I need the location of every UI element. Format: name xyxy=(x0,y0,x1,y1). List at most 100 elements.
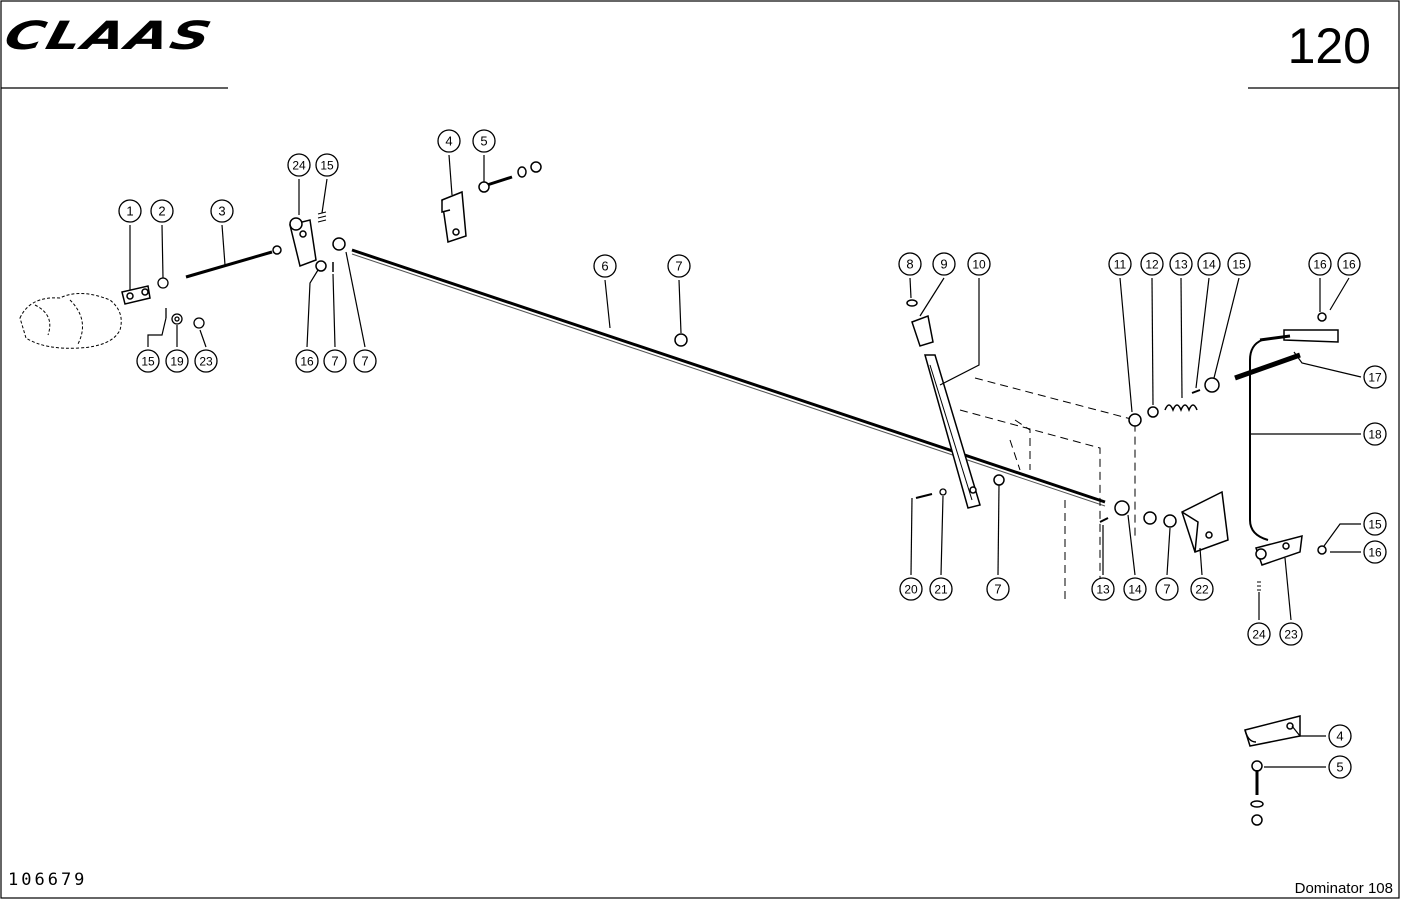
callout-label: 7 xyxy=(361,354,368,369)
callout-label: 1 xyxy=(126,204,133,219)
callout-circle xyxy=(1140,252,1164,276)
callout-circle xyxy=(315,153,339,177)
machine-model: Dominator 108 xyxy=(1294,880,1393,897)
callout-16: 16 xyxy=(1308,252,1332,276)
callout-label: 14 xyxy=(1202,258,1216,272)
callout-18: 18 xyxy=(1363,422,1387,446)
callout-label: 16 xyxy=(1342,258,1356,272)
callout-6: 6 xyxy=(593,254,617,278)
callout-15: 15 xyxy=(136,349,160,373)
linkage-rod-18 xyxy=(1249,339,1269,541)
drawing-number: 106679 xyxy=(8,870,88,890)
callout-15: 15 xyxy=(1363,512,1387,536)
callout-20: 20 xyxy=(899,577,923,601)
callout-circle xyxy=(1227,252,1251,276)
callout-circle xyxy=(667,254,691,278)
callout-label: 10 xyxy=(972,258,986,272)
callout-19: 19 xyxy=(165,349,189,373)
callout-2: 2 xyxy=(150,199,174,223)
callout-label: 5 xyxy=(480,134,487,149)
callout-label: 15 xyxy=(141,355,155,369)
callout-circle xyxy=(1363,365,1387,389)
callout-circle xyxy=(899,577,923,601)
callout-label: 16 xyxy=(1313,258,1327,272)
callout-circle xyxy=(1308,252,1332,276)
callout-circle xyxy=(929,577,953,601)
callout-label: 21 xyxy=(934,583,948,597)
callout-label: 24 xyxy=(292,159,306,173)
callout-circle xyxy=(898,252,922,276)
callout-circle xyxy=(1108,252,1132,276)
screw-and-washer xyxy=(915,488,947,499)
callout-label: 23 xyxy=(199,355,213,369)
callout-label: 14 xyxy=(1128,583,1142,597)
callout-label: 12 xyxy=(1145,258,1159,272)
callout-label: 4 xyxy=(445,134,452,149)
callout-label: 16 xyxy=(1368,546,1382,560)
callout-15: 15 xyxy=(1227,252,1251,276)
callout-circle xyxy=(210,199,234,223)
callout-circle xyxy=(967,252,991,276)
callout-circle xyxy=(353,349,377,373)
lever-plate-lower xyxy=(1255,534,1327,591)
callout-label: 11 xyxy=(1114,258,1127,272)
callout-label: 5 xyxy=(1336,760,1343,775)
pivot-lever-17 xyxy=(1234,312,1339,381)
callout-5: 5 xyxy=(1328,755,1352,779)
callout-label: 18 xyxy=(1368,428,1382,442)
callout-label: 6 xyxy=(601,259,608,274)
callout-label: 13 xyxy=(1174,258,1188,272)
callout-circle xyxy=(437,129,461,153)
callout-24: 24 xyxy=(1247,622,1271,646)
bracket-22 xyxy=(1181,490,1229,553)
callout-12: 12 xyxy=(1140,252,1164,276)
callout-label: 4 xyxy=(1336,729,1343,744)
callout-13: 13 xyxy=(1169,252,1193,276)
callout-23: 23 xyxy=(194,349,218,373)
callout-16: 16 xyxy=(295,349,319,373)
lever-plate-upper xyxy=(289,211,346,272)
bolt-upper xyxy=(478,161,542,193)
bolt-lower xyxy=(1250,760,1264,826)
callout-14: 14 xyxy=(1123,577,1147,601)
callout-label: 7 xyxy=(331,354,338,369)
callout-label: 2 xyxy=(158,204,165,219)
callout-label: 15 xyxy=(320,159,334,173)
callout-circle xyxy=(986,577,1010,601)
engine-block xyxy=(19,293,122,349)
callout-14: 14 xyxy=(1197,252,1221,276)
callout-circle xyxy=(1247,622,1271,646)
callout-22: 22 xyxy=(1190,577,1214,601)
callout-label: 9 xyxy=(940,257,947,272)
main-shift-rod xyxy=(351,248,1106,507)
callout-label: 24 xyxy=(1252,628,1266,642)
callout-label: 13 xyxy=(1096,583,1110,597)
callout-15: 15 xyxy=(315,153,339,177)
callout-9: 9 xyxy=(932,252,956,276)
callout-label: 16 xyxy=(300,355,314,369)
callout-label: 20 xyxy=(904,583,918,597)
fork-head xyxy=(121,285,151,305)
callout-7: 7 xyxy=(986,577,1010,601)
callout-16: 16 xyxy=(1363,540,1387,564)
console-outline xyxy=(959,377,1136,600)
callout-circle xyxy=(1363,512,1387,536)
callout-circle xyxy=(1363,422,1387,446)
callout-circle xyxy=(472,129,496,153)
callout-circle xyxy=(1190,577,1214,601)
callout-label: 3 xyxy=(218,204,225,219)
callout-label: 7 xyxy=(675,259,682,274)
callout-11: 11 xyxy=(1108,252,1132,276)
callout-23: 23 xyxy=(1279,622,1303,646)
threaded-rod xyxy=(185,245,282,279)
callout-circle xyxy=(323,349,347,373)
callout-label: 19 xyxy=(170,355,184,369)
bracket-lower xyxy=(1244,715,1301,747)
callout-circle xyxy=(194,349,218,373)
callout-circle xyxy=(118,199,142,223)
callout-label: 8 xyxy=(906,257,913,272)
